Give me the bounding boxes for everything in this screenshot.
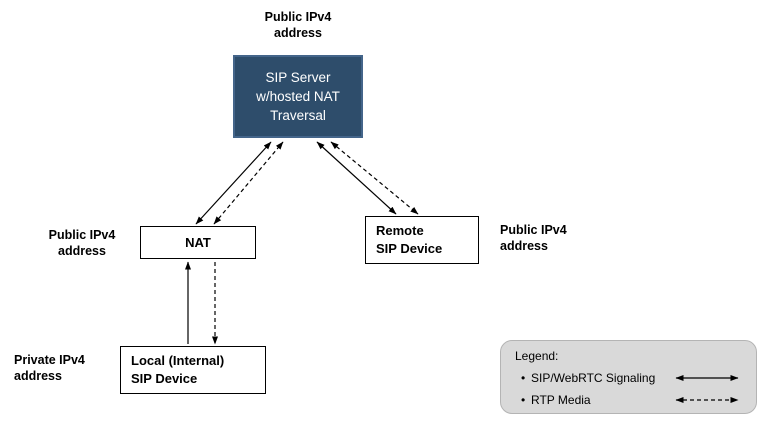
legend-signaling-arrow-icon [675,375,739,381]
legend-title: Legend: [515,349,559,363]
sip-server-node: SIP Server w/hosted NAT Traversal [233,55,363,138]
server-address-label: Public IPv4 address [264,10,332,40]
local-address-label: Private IPv4 address [14,353,85,383]
legend-media-arrow-icon [675,397,739,403]
media-arrow-nat-server [213,141,284,225]
bullet-icon: • [521,393,526,407]
nat-node: NAT [140,226,256,259]
sip-server-label: SIP Server w/hosted NAT Traversal [256,70,340,123]
legend-signaling-label: SIP/WebRTC Signaling [531,371,656,385]
nat-label: NAT [185,234,211,250]
remote-sip-device-node: Remote SIP Device [365,216,479,264]
remote-address-label: Public IPv4 address [500,223,567,253]
legend-box: Legend: • SIP/WebRTC Signaling • RTP Med… [500,340,757,414]
remote-sip-device-label: Remote SIP Device [376,223,443,256]
signaling-arrow-server-remote [316,141,397,215]
local-sip-device-label: Local (Internal) SIP Device [131,353,225,386]
local-sip-device-node: Local (Internal) SIP Device [120,346,266,394]
legend-item-signaling: • SIP/WebRTC Signaling [515,367,744,389]
legend-item-media: • RTP Media [515,389,744,411]
signaling-arrow-nat-server [195,141,272,225]
legend-media-label: RTP Media [531,393,591,407]
bullet-icon: • [521,371,526,385]
nat-address-label: Public IPv4 address [48,228,116,258]
media-arrow-server-remote [330,141,419,215]
